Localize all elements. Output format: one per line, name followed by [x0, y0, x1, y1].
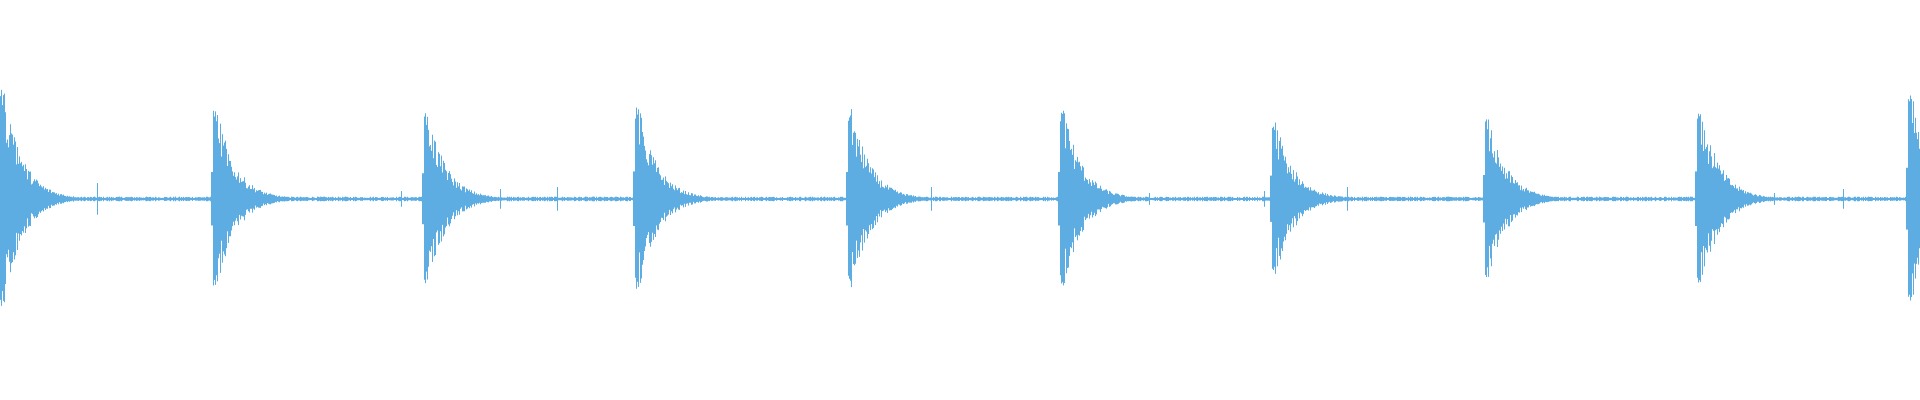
waveform-samples	[0, 89, 1920, 306]
waveform-path	[0, 89, 1920, 306]
